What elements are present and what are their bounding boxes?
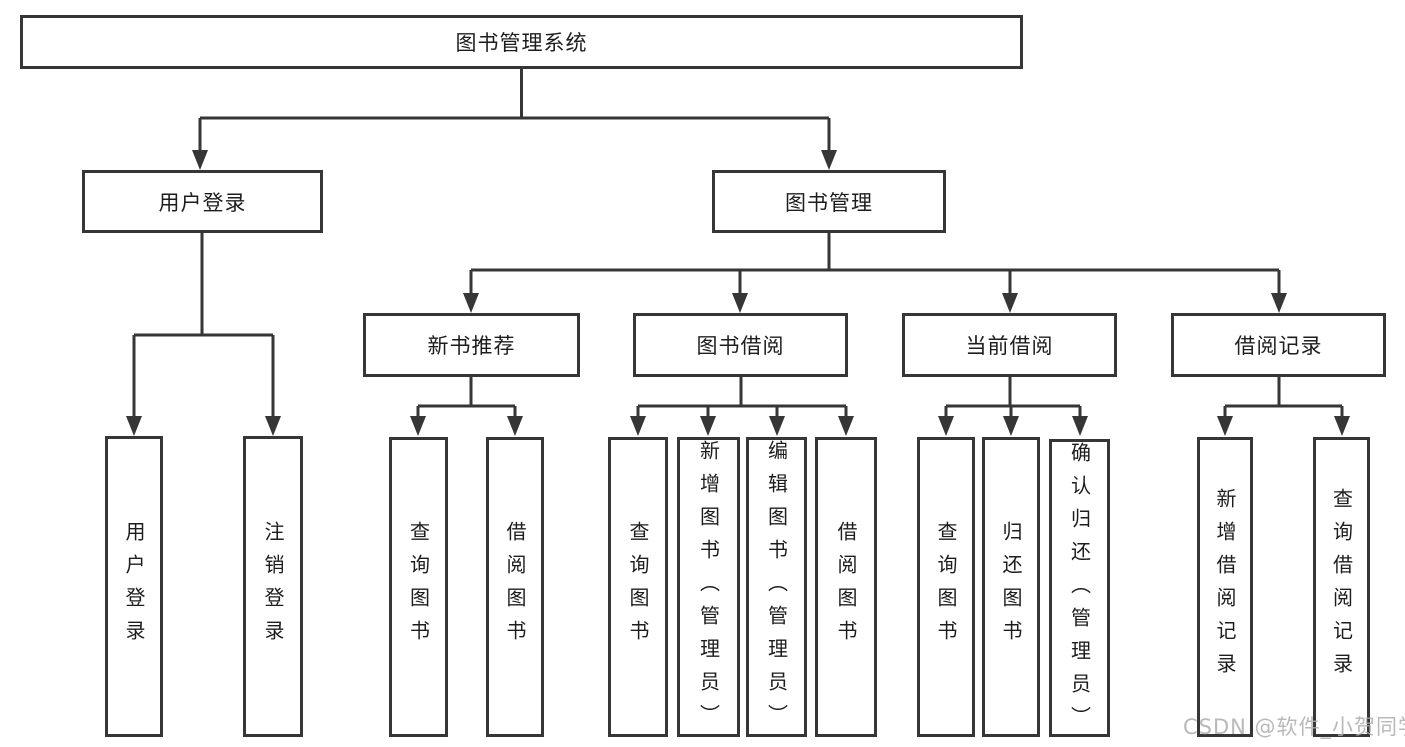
- leaf-records-query-borrow-record-label: 查询借阅记录: [1329, 488, 1354, 686]
- node-book-borrowing: 图书借阅: [633, 313, 848, 377]
- leaf-current-query-book-label: 查询图书: [934, 521, 958, 653]
- node-borrowing-records: 借阅记录: [1171, 313, 1386, 377]
- node-book-management: 图书管理: [712, 170, 946, 233]
- leaf-current-return-book: 归还图书: [982, 437, 1040, 737]
- leaf-user-login: 用户登录: [105, 436, 163, 737]
- leaf-logout: 注销登录: [243, 436, 303, 737]
- leaf-borrowing-add-book-admin: 新增图书（管理员）: [677, 437, 740, 737]
- leaf-borrowing-query-book-label: 查询图书: [626, 521, 650, 653]
- leaf-borrowing-add-book-admin-label: 新增图书（管理员）: [696, 440, 721, 737]
- leaf-user-login-label: 用户登录: [122, 520, 146, 653]
- leaf-current-confirm-return-admin-label: 确认归还（管理员）: [1067, 442, 1092, 739]
- leaf-borrowing-borrow-book-label: 借阅图书: [834, 521, 858, 653]
- leaf-recommend-borrow-book-label: 借阅图书: [503, 521, 527, 653]
- leaf-records-add-borrow-record-label: 新增借阅记录: [1213, 488, 1237, 686]
- leaf-recommend-query-book: 查询图书: [389, 437, 448, 737]
- leaf-borrowing-edit-book-admin: 编辑图书（管理员）: [746, 437, 807, 737]
- leaf-records-add-borrow-record: 新增借阅记录: [1197, 437, 1253, 737]
- leaf-current-confirm-return-admin: 确认归还（管理员）: [1049, 439, 1110, 739]
- leaf-current-return-book-label: 归还图书: [999, 521, 1023, 653]
- arrowheads: [126, 150, 1350, 436]
- node-root-book-management-system: 图书管理系统: [20, 15, 1023, 69]
- csdn-watermark: CSDN @软件_小贺同学: [1183, 715, 1405, 739]
- leaf-records-query-borrow-record: 查询借阅记录: [1313, 437, 1370, 737]
- leaf-recommend-borrow-book: 借阅图书: [486, 437, 544, 737]
- leaf-recommend-query-book-label: 查询图书: [406, 521, 431, 653]
- leaf-borrowing-borrow-book: 借阅图书: [815, 437, 877, 737]
- node-new-book-recommendation: 新书推荐: [363, 313, 580, 377]
- node-user-login: 用户登录: [82, 170, 323, 233]
- leaf-borrowing-query-book: 查询图书: [608, 437, 668, 737]
- node-current-borrowing: 当前借阅: [902, 313, 1117, 377]
- leaf-borrowing-edit-book-admin-label: 编辑图书（管理员）: [764, 440, 789, 737]
- leaf-logout-label: 注销登录: [261, 520, 285, 653]
- leaf-current-query-book: 查询图书: [917, 437, 975, 737]
